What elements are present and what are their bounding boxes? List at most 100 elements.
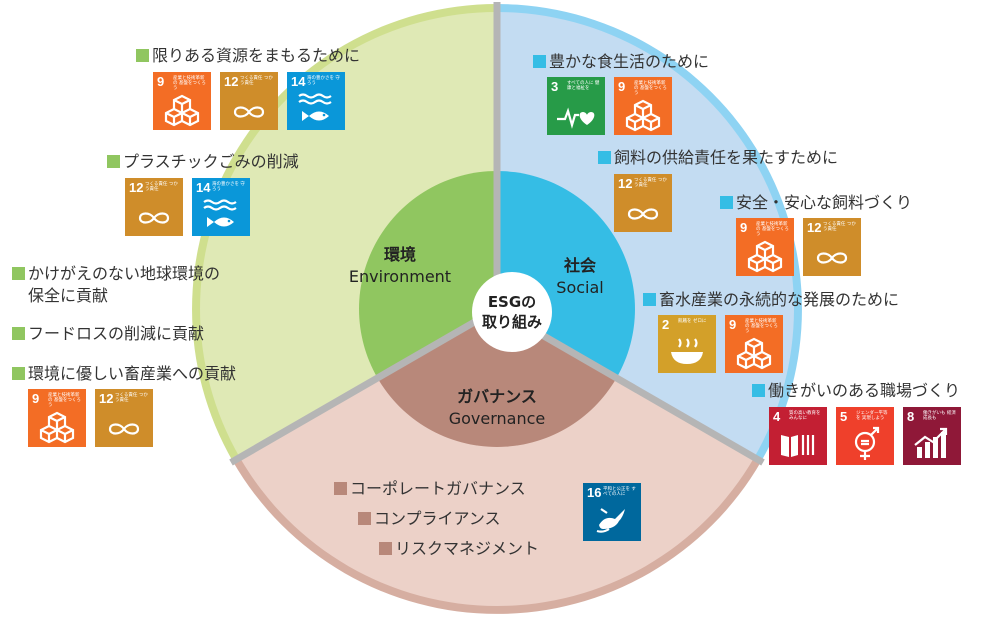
sdg-9-tile: 9 産業と技術革新の 基盤をつくろう xyxy=(725,315,783,373)
environment-title-en: Environment xyxy=(348,267,452,286)
environment-title-jp: 環境 xyxy=(383,245,416,264)
soc-item-label: 畜水産業の永続的な発展のために xyxy=(659,290,900,309)
infinity-icon xyxy=(816,252,848,264)
sdg-9-tile: 9 産業と技術革新の 基盤をつくろう xyxy=(28,389,86,447)
fish-icon xyxy=(203,199,237,227)
sdg-number: 9 xyxy=(32,391,40,406)
sdg-number: 14 xyxy=(291,74,306,89)
bullet-square xyxy=(643,293,656,306)
env-item-label: 限りある資源をまもるために xyxy=(152,46,361,65)
env-item-label: プラスチックごみの削減 xyxy=(123,152,299,171)
sdg-number: 5 xyxy=(840,409,848,424)
sdg-number: 2 xyxy=(662,317,670,332)
sdg-number: 9 xyxy=(740,220,748,235)
social-title-jp: 社会 xyxy=(563,256,596,275)
bullet-square xyxy=(12,267,25,280)
soc-item-safety: 安全・安心な飼料づくり xyxy=(720,192,912,214)
cubes-icon xyxy=(39,411,75,444)
gov-item-label: コーポレートガバナンス xyxy=(350,479,526,498)
gov-item-compliance: コンプライアンス xyxy=(358,508,501,530)
env-item-plastic: プラスチックごみの削減 xyxy=(107,151,299,173)
sdg-9-tile: 9 産業と技術革新の 基盤をつくろう xyxy=(736,218,794,276)
sdg-5-tile: 5 ジェンダー平等を 実現しよう xyxy=(836,407,894,465)
sdg-number: 12 xyxy=(129,180,144,195)
center-line1: ESGの xyxy=(487,293,537,311)
gov-item-label: コンプライアンス xyxy=(374,509,501,528)
sdg-number: 12 xyxy=(618,176,633,191)
env-item-foodloss: フードロスの削減に貢献 xyxy=(12,323,204,345)
env-item-resources: 限りある資源をまもるために xyxy=(136,45,360,67)
center-line2: 取り組み xyxy=(481,313,542,331)
sdg-caption: つくる責任 つかう責任 xyxy=(240,76,273,86)
sdg-caption: つくる責任 つかう責任 xyxy=(634,178,667,188)
env-item-label: フードロスの削減に貢献 xyxy=(28,324,205,343)
gov-item-risk: リスクマネジメント xyxy=(379,538,539,560)
dove-icon xyxy=(596,508,625,533)
sdg-caption: つくる責任 つかう責任 xyxy=(115,393,148,403)
soc-item-workplace: 働きがいのある職場づくり xyxy=(752,380,960,402)
sdg-3-tile: 3 すべての人に 健康と福祉を xyxy=(547,77,605,135)
env-item-label-2: 保全に貢献 xyxy=(28,286,109,305)
sdg-9-tile: 9 産業と技術革新の 基盤をつくろう xyxy=(614,77,672,135)
sdg-number: 3 xyxy=(551,79,559,94)
governance-title-jp: ガバナンス xyxy=(457,387,537,406)
sdg-number: 8 xyxy=(907,409,915,424)
sdg-caption: 産業と技術革新の 基盤をつくろう xyxy=(48,393,81,408)
bullet-square xyxy=(107,155,120,168)
infinity-icon xyxy=(233,106,265,118)
sdg-caption: 産業と技術革新の 基盤をつくろう xyxy=(745,319,778,334)
sdg-number: 9 xyxy=(729,317,737,332)
governance-title-en: Governance xyxy=(448,409,546,428)
social-title-en: Social xyxy=(556,278,604,297)
sdg-caption: すべての人に 健康と福祉を xyxy=(567,81,600,91)
sdg-number: 12 xyxy=(807,220,822,235)
sdg-caption: 産業と技術革新の 基盤をつくろう xyxy=(173,76,206,91)
env-item-label: かけがえのない地球環境の xyxy=(28,264,221,283)
divider-left xyxy=(229,305,499,466)
infinity-icon xyxy=(138,212,170,224)
sdg-number: 9 xyxy=(157,74,165,89)
cubes-icon xyxy=(736,337,772,370)
sdg-caption: 産業と技術革新の 基盤をつくろう xyxy=(634,81,667,96)
growth-chart-icon xyxy=(914,427,948,458)
sdg-caption: 平和と公正を すべての人に xyxy=(603,487,636,497)
bullet-square xyxy=(12,327,25,340)
bullet-square xyxy=(334,482,347,495)
social-title: 社会 Social xyxy=(530,255,630,299)
soc-item-livestock: 畜水産業の永続的な発展のために xyxy=(643,289,899,311)
soc-item-supply: 飼料の供給責任を果たすために xyxy=(598,147,838,169)
sdg-number: 9 xyxy=(618,79,626,94)
sdg-caption: つくる責任 つかう責任 xyxy=(823,222,856,232)
sdg-caption: ジェンダー平等を 実現しよう xyxy=(856,411,888,421)
bullet-square xyxy=(358,512,371,525)
environment-title: 環境 Environment xyxy=(330,244,470,288)
sdg-9-tile: 9 産業と技術革新の 基盤をつくろう xyxy=(153,72,211,130)
bullet-square xyxy=(533,55,546,68)
bullet-square xyxy=(752,384,765,397)
cubes-icon xyxy=(164,94,200,127)
gov-item-corporate: コーポレートガバナンス xyxy=(334,478,526,500)
soc-item-label: 安全・安心な飼料づくり xyxy=(736,193,913,212)
sdg-caption: 産業と技術革新の 基盤をつくろう xyxy=(756,222,789,237)
bowl-icon xyxy=(671,338,703,364)
soc-item-label: 豊かな食生活のために xyxy=(549,52,710,71)
book-icon xyxy=(781,435,815,457)
gender-icon xyxy=(854,426,880,460)
sdg-number: 14 xyxy=(196,180,211,195)
env-item-earth: かけがえのない地球環境の 保全に貢献 xyxy=(12,263,220,307)
